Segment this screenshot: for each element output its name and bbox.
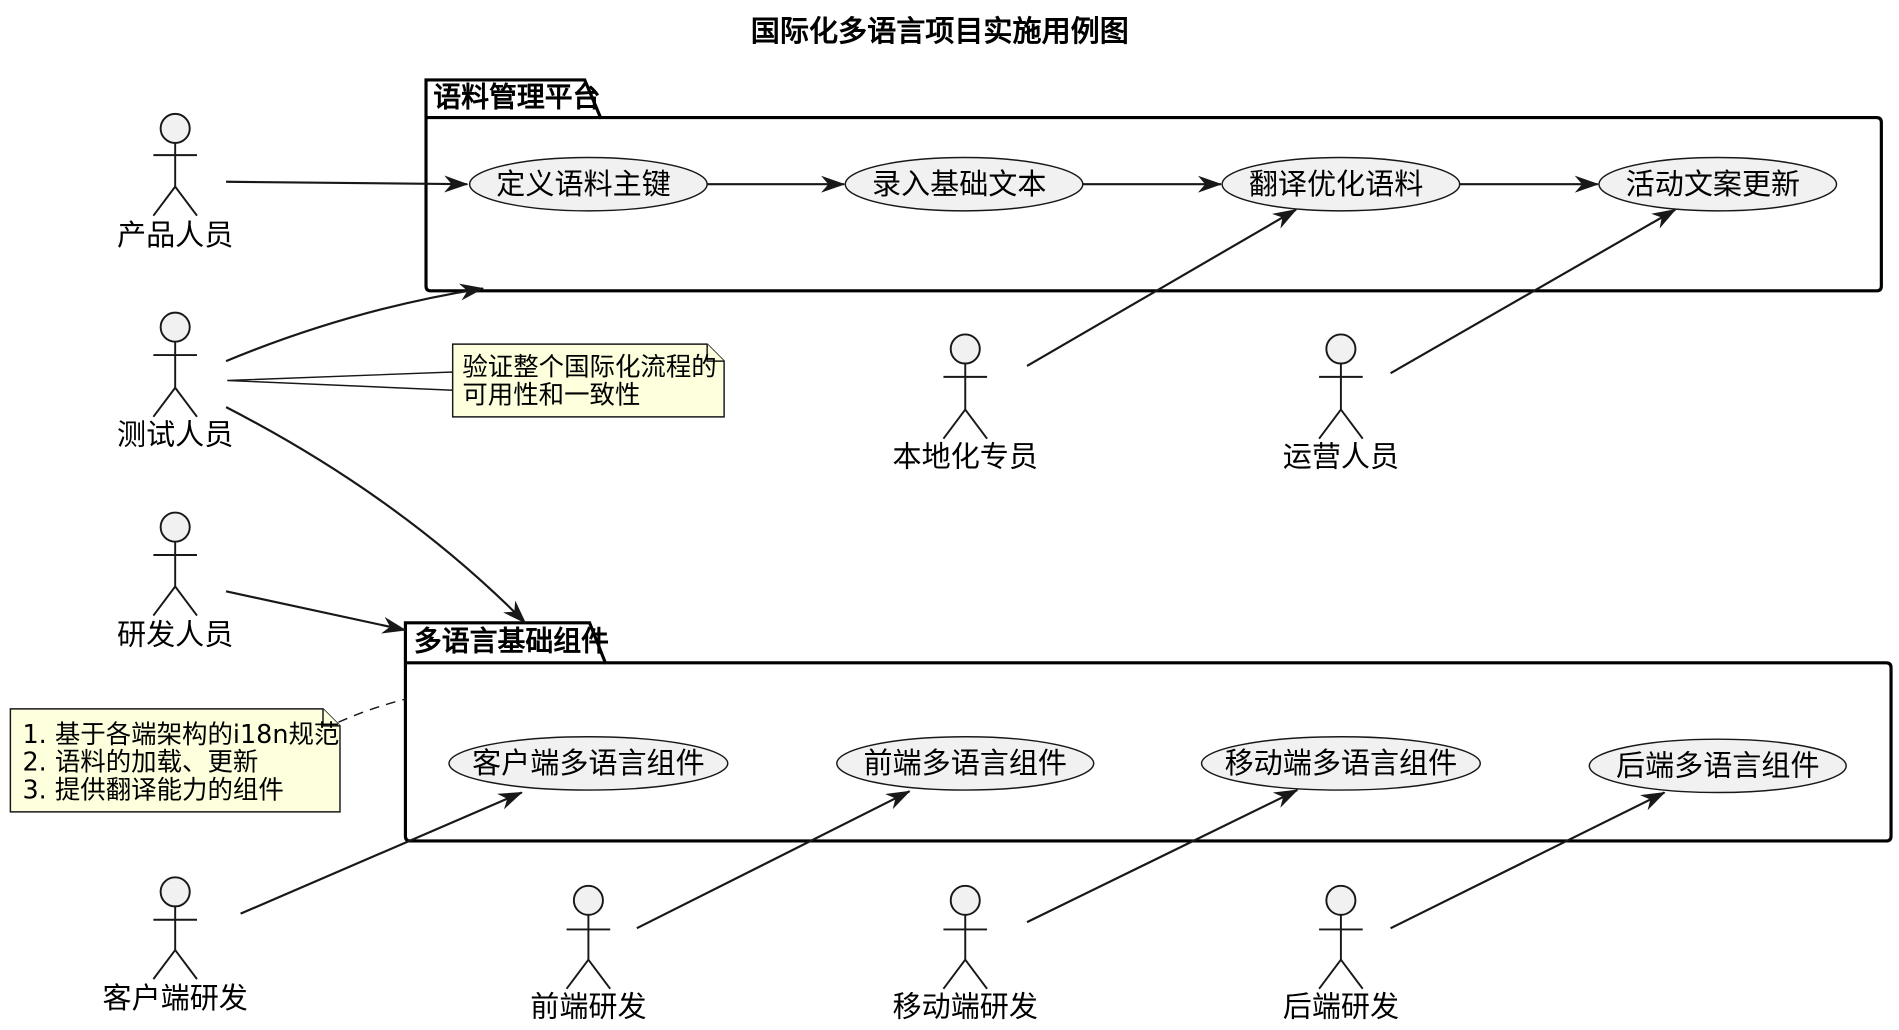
note-line: 3. 提供翻译能力的组件: [22, 775, 283, 805]
svg-text:研发人员: 研发人员: [117, 618, 233, 652]
note-line: 可用性和一致性: [462, 380, 640, 410]
edge-localization-translate: [1026, 208, 1298, 367]
edge-be-dev-component: [1390, 791, 1666, 930]
diagram-title: 国际化多语言项目实施用例图: [751, 14, 1129, 48]
svg-text:前端研发: 前端研发: [530, 990, 646, 1024]
actor-operations: 运营人员: [1283, 333, 1399, 474]
actor-product: 产品人员: [117, 112, 233, 252]
package-i18n-components: 多语言基础组件: [403, 621, 1893, 843]
use-case-input-text: 录入基础文本: [844, 156, 1084, 212]
svg-text:定义语料主键: 定义语料主键: [496, 167, 670, 201]
actor-frontend-developer: 前端研发: [530, 884, 647, 1024]
note-line: 2. 语料的加载、更新: [22, 747, 258, 777]
use-case-define-key: 定义语料主键: [468, 156, 708, 212]
svg-text:后端多语言组件: 后端多语言组件: [1616, 749, 1820, 783]
package-label: 多语言基础组件: [414, 625, 609, 658]
edge-client-dev-component: [240, 791, 523, 915]
edge-ops-campaign: [1390, 208, 1677, 375]
actor-tester: 测试人员: [117, 311, 233, 452]
svg-text:移动端研发: 移动端研发: [893, 990, 1038, 1024]
note-line: 验证整个国际化流程的: [462, 352, 716, 382]
use-case-backend-component: 后端多语言组件: [1588, 738, 1847, 794]
svg-text:翻译优化语料: 翻译优化语料: [1249, 167, 1423, 201]
edge-mobile-dev-component: [1026, 789, 1299, 924]
svg-text:测试人员: 测试人员: [117, 418, 233, 452]
svg-text:活动文案更新: 活动文案更新: [1626, 167, 1800, 201]
svg-text:后端研发: 后端研发: [1283, 990, 1399, 1024]
actor-mobile-developer: 移动端研发: [893, 884, 1038, 1024]
use-case-client-component: 客户端多语言组件: [448, 736, 729, 791]
note-components: 1. 基于各端架构的i18n规范 2. 语料的加载、更新 3. 提供翻译能力的组…: [9, 698, 406, 813]
edge-dev-components: [225, 590, 407, 634]
use-case-campaign-copy: 活动文案更新: [1598, 156, 1838, 212]
actor-developer: 研发人员: [117, 511, 233, 652]
note-line: 1. 基于各端架构的i18n规范: [22, 719, 339, 749]
package-label: 语料管理平台: [433, 81, 600, 114]
svg-text:本地化专员: 本地化专员: [893, 440, 1038, 474]
svg-text:客户端研发: 客户端研发: [102, 981, 247, 1015]
edge-tester-platform: [225, 283, 485, 363]
svg-text:移动端多语言组件: 移动端多语言组件: [1225, 746, 1458, 780]
note-tester: 验证整个国际化流程的 可用性和一致性: [227, 343, 725, 418]
actor-client-developer: 客户端研发: [102, 876, 248, 1015]
svg-text:产品人员: 产品人员: [117, 218, 233, 252]
edges: [225, 175, 1677, 930]
edge-product-define-key: [226, 175, 469, 193]
use-case-translate: 翻译优化语料: [1221, 156, 1461, 212]
svg-text:前端多语言组件: 前端多语言组件: [863, 746, 1067, 780]
svg-text:运营人员: 运营人员: [1283, 440, 1399, 474]
actor-localization: 本地化专员: [893, 333, 1038, 474]
edge-tester-components: [225, 406, 527, 624]
edge-fe-dev-component: [636, 790, 911, 930]
use-case-frontend-component: 前端多语言组件: [836, 736, 1095, 791]
use-case-mobile-component: 移动端多语言组件: [1200, 736, 1481, 791]
package-corpus-platform: 语料管理平台: [424, 78, 1883, 293]
svg-text:录入基础文本: 录入基础文本: [872, 167, 1046, 201]
svg-text:客户端多语言组件: 客户端多语言组件: [472, 746, 705, 780]
actor-backend-developer: 后端研发: [1283, 884, 1399, 1024]
